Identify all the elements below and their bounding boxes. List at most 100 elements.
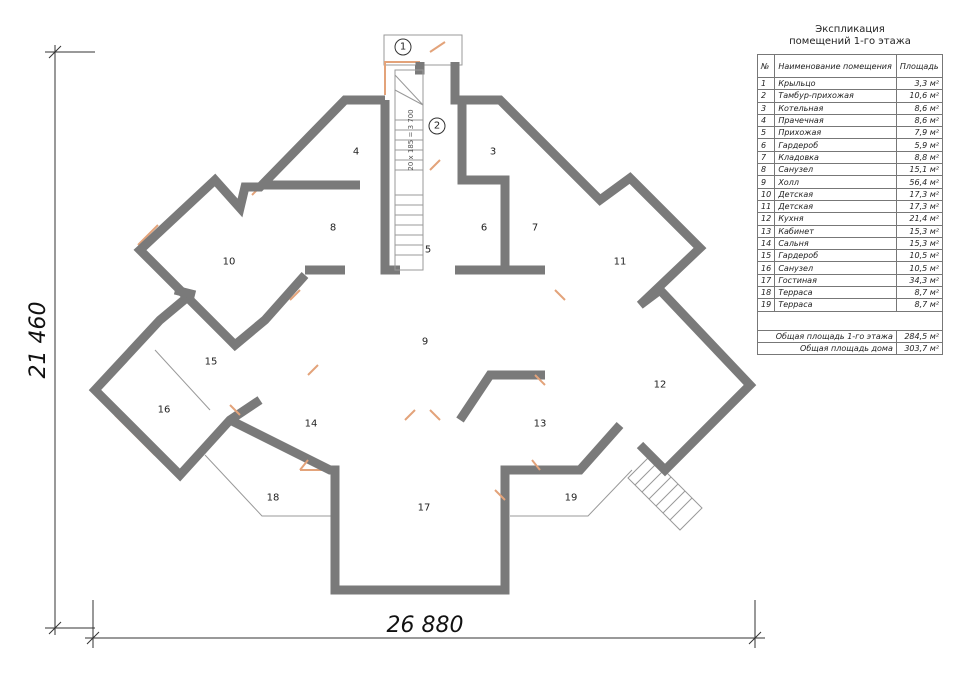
dimension-horizontal: 26 880 [85, 600, 765, 648]
cell-area: 34,3 м² [895, 273, 944, 288]
walls [88, 62, 757, 595]
cell-no: 12 [756, 212, 776, 226]
total-floor-value: 284,5 м² [895, 329, 944, 343]
cell-area: 10,5 м² [895, 249, 944, 263]
cell-area: 21,4 м² [895, 212, 944, 226]
cell-name: Гардероб [774, 249, 897, 263]
cell-no: 15 [756, 249, 776, 263]
total-house-value: 303,7 м² [895, 341, 944, 356]
cell-name: Сальня [774, 236, 897, 251]
cell-name: Прачечная [774, 113, 897, 128]
cell-name: Кладовка [774, 150, 897, 165]
svg-text:20 x 185 = 3 700: 20 x 185 = 3 700 [407, 109, 415, 170]
svg-text:17: 17 [418, 503, 431, 514]
cell-name: Кабинет [774, 224, 897, 238]
cell-no: 9 [756, 175, 776, 189]
cell-name: Санузел [774, 261, 897, 275]
cell-no: 10 [756, 187, 776, 201]
cell-area: 5,9 м² [895, 138, 944, 152]
svg-text:11: 11 [614, 257, 627, 268]
cell-area: 8,6 м² [895, 101, 944, 115]
cell-area: 17,3 м² [895, 187, 944, 201]
room-labels: 1 2 3 4 5 6 7 8 9 10 11 12 13 14 15 16 1… [158, 38, 667, 514]
cell-area: 10,5 м² [895, 261, 944, 275]
spacer-row [757, 310, 943, 331]
cell-no: 17 [756, 273, 776, 288]
svg-text:3: 3 [490, 147, 496, 158]
svg-text:1: 1 [400, 42, 406, 53]
cell-no: 5 [756, 126, 776, 140]
cell-no: 7 [756, 150, 776, 165]
cell-name: Тамбур-прихожая [774, 89, 897, 103]
svg-text:13: 13 [534, 419, 547, 430]
svg-text:8: 8 [330, 223, 336, 234]
cell-area: 17,3 м² [895, 199, 944, 214]
cell-name: Прихожая [774, 126, 897, 140]
cell-no: 14 [756, 236, 776, 251]
exterior-stairs [627, 455, 703, 531]
doors [229, 41, 566, 501]
cell-area: 7,9 м² [895, 126, 944, 140]
cell-area: 8,6 м² [895, 113, 944, 128]
svg-text:2: 2 [434, 121, 440, 132]
svg-text:21 460: 21 460 [26, 302, 51, 379]
cell-no: 8 [756, 163, 776, 177]
cell-area: 3,3 м² [895, 76, 944, 91]
dimension-vertical: 21 460 [26, 45, 95, 635]
interior-stair: 20 x 185 = 3 700 [394, 69, 424, 271]
svg-text:4: 4 [353, 147, 359, 158]
cell-area: 8,7 м² [895, 298, 944, 312]
cell-area: 8,8 м² [895, 150, 944, 165]
svg-text:10: 10 [223, 257, 236, 268]
cell-area: 10,6 м² [895, 89, 944, 103]
cell-name: Санузел [774, 163, 897, 177]
cell-no: 1 [756, 76, 776, 91]
cell-no: 3 [756, 101, 776, 115]
svg-text:19: 19 [565, 493, 578, 504]
svg-text:14: 14 [305, 419, 318, 430]
svg-text:5: 5 [425, 245, 431, 256]
cell-area: 15,1 м² [895, 163, 944, 177]
cell-no: 13 [756, 224, 776, 238]
cell-no: 4 [756, 113, 776, 128]
svg-text:6: 6 [481, 223, 487, 234]
cell-name: Крыльцо [774, 76, 897, 91]
cell-name: Детская [774, 187, 897, 201]
total-house-label: Общая площадь дома [757, 341, 897, 356]
svg-text:12: 12 [654, 380, 667, 391]
cell-area: 15,3 м² [895, 236, 944, 251]
explication-title: Экспликация [815, 24, 885, 35]
cell-area: 15,3 м² [895, 224, 944, 238]
cell-area: 8,7 м² [895, 286, 944, 300]
header-name: Наименование помещения [774, 54, 897, 78]
cell-no: 11 [756, 199, 776, 214]
cell-name: Терраса [774, 286, 897, 300]
explication-subtitle: помещений 1-го этажа [789, 36, 911, 47]
cell-no: 19 [756, 298, 776, 312]
cell-name: Гардероб [774, 138, 897, 152]
cell-no: 6 [756, 138, 776, 152]
cell-name: Детская [774, 199, 897, 214]
svg-text:16: 16 [158, 405, 171, 416]
cell-no: 18 [756, 286, 776, 300]
